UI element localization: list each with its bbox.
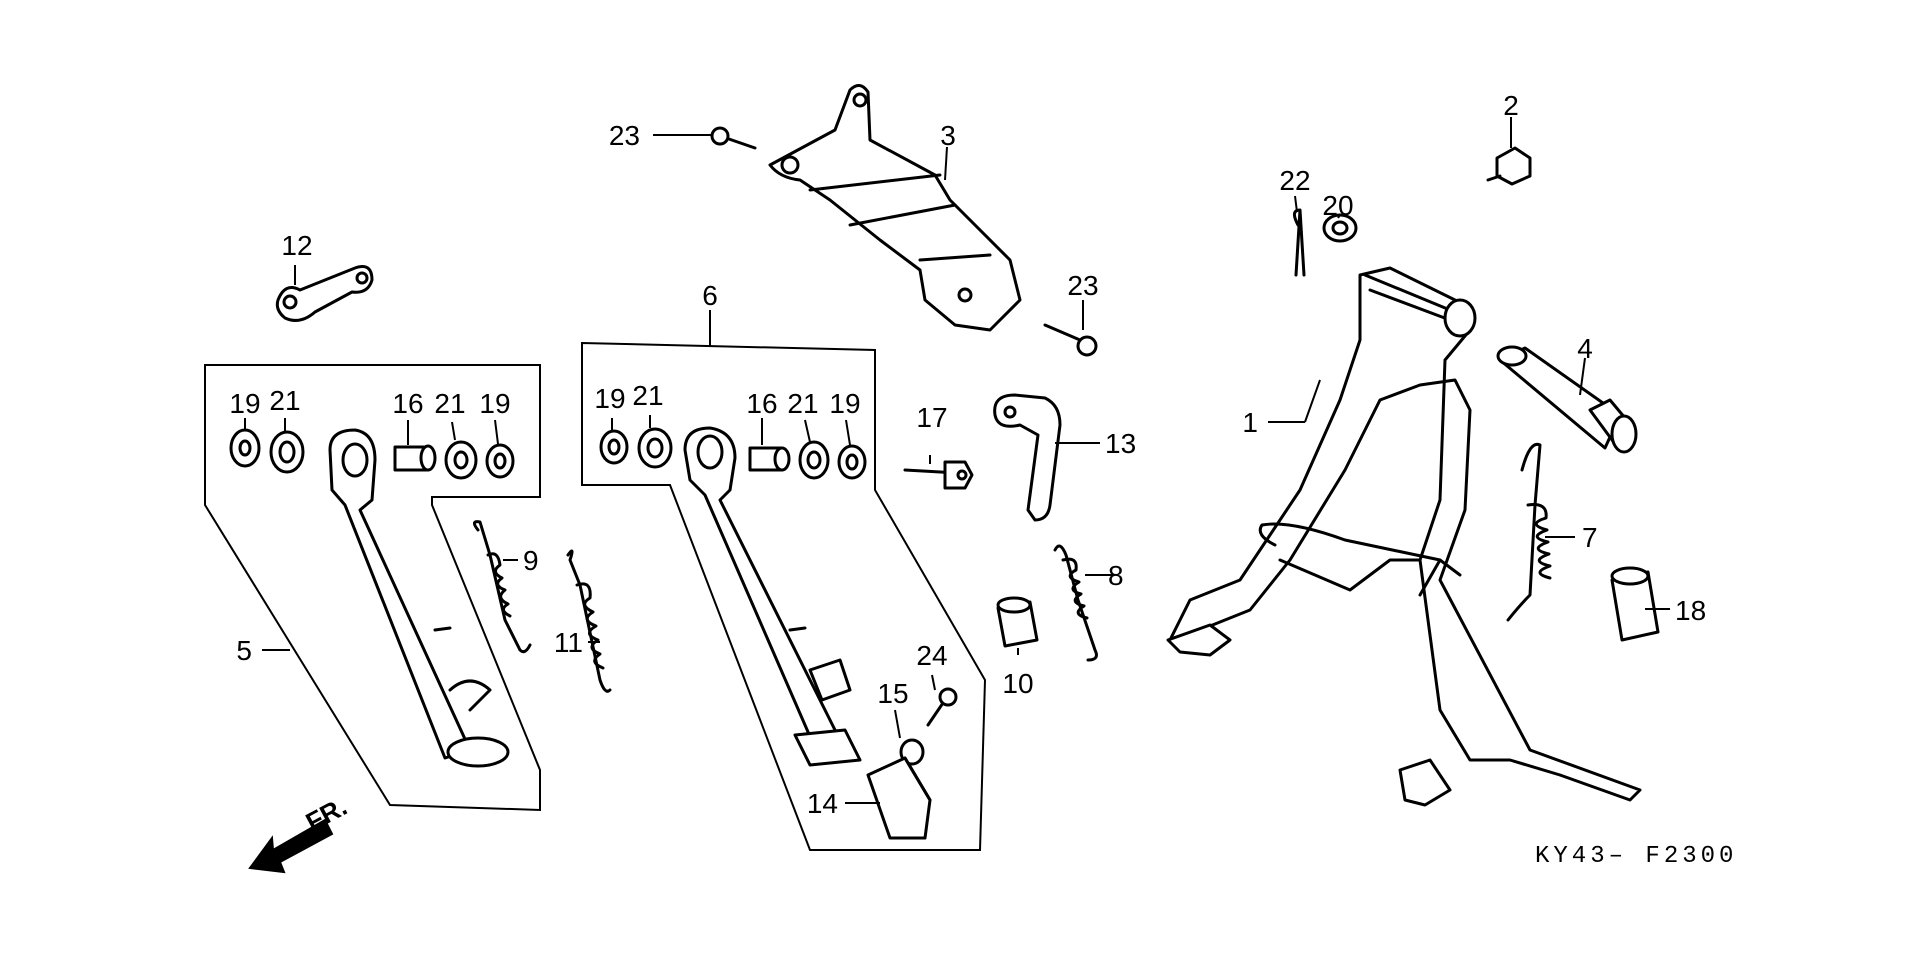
part-8-spring (1053, 544, 1098, 662)
label-16a: 16 (392, 388, 423, 419)
part-9-spring (473, 520, 532, 654)
label-21c: 21 (632, 380, 663, 411)
label-7: 7 (1582, 522, 1598, 553)
part-7-spring (1506, 442, 1552, 622)
part-20-washer (1322, 213, 1358, 243)
label-23a: 23 (609, 120, 640, 151)
group-outline-5 (204, 364, 541, 812)
label-11: 11 (554, 627, 583, 658)
diagram-code: KY43– F2300 (1535, 843, 1737, 870)
label-10: 10 (1002, 668, 1033, 699)
part-1-main-stand (1166, 266, 1642, 807)
label-4: 4 (1577, 333, 1593, 364)
part-18-collar (1610, 566, 1660, 642)
part-21-bearing-c (637, 427, 673, 469)
part-19-washer-a (229, 428, 261, 468)
part-24-bolt (926, 687, 958, 727)
label-18: 18 (1675, 595, 1706, 626)
label-9: 9 (523, 545, 539, 576)
label-3: 3 (940, 120, 956, 151)
label-19a: 19 (229, 388, 260, 419)
part-17-bolt (903, 460, 974, 490)
label-23b: 23 (1067, 270, 1098, 301)
part-16-collar-a (393, 444, 437, 472)
label-15: 15 (877, 678, 908, 709)
label-13: 13 (1105, 428, 1136, 459)
label-19b: 19 (479, 388, 510, 419)
part-21-bearing-b (444, 440, 478, 480)
part-21-bearing-a (269, 430, 305, 474)
label-6: 6 (702, 280, 718, 311)
part-6-side-stand (683, 426, 862, 767)
part-16-collar-b (748, 446, 791, 472)
label-21d: 21 (787, 388, 818, 419)
part-3-housing (768, 84, 1022, 332)
group-outline-6 (581, 341, 987, 851)
part-4-pivot-pipe (1496, 345, 1638, 454)
label-19d: 19 (829, 388, 860, 419)
part-13-bracket (993, 393, 1062, 522)
part-12-bracket (275, 265, 374, 322)
part-11-spring (566, 549, 612, 693)
label-5: 5 (236, 635, 252, 666)
leader-lines (244, 117, 1670, 804)
part-23-bolt-b (1043, 323, 1098, 357)
label-20: 20 (1322, 190, 1353, 221)
label-2: 2 (1503, 90, 1519, 121)
part-22-cotter-pin (1293, 208, 1306, 277)
part-14-rubber-pad (866, 756, 932, 840)
part-23-bolt-a (710, 126, 757, 150)
part-19-washer-c (599, 429, 629, 465)
part-19-washer-b (485, 443, 515, 479)
part-21-bearing-d (798, 440, 830, 480)
front-direction-arrow-icon (248, 818, 334, 874)
label-1: 1 (1242, 407, 1258, 438)
label-21a: 21 (269, 385, 300, 416)
label-19c: 19 (594, 383, 625, 414)
label-8: 8 (1108, 560, 1124, 591)
label-14: 14 (807, 788, 838, 819)
label-21b: 21 (434, 388, 465, 419)
label-16b: 16 (746, 388, 777, 419)
label-17: 17 (916, 402, 947, 433)
part-2-nut (1486, 146, 1532, 186)
label-12: 12 (281, 230, 312, 261)
part-10-collar (996, 596, 1039, 648)
label-24: 24 (916, 640, 947, 671)
part-5-side-stand (328, 428, 510, 768)
part-19-washer-d (837, 444, 867, 480)
label-22: 22 (1279, 165, 1310, 196)
